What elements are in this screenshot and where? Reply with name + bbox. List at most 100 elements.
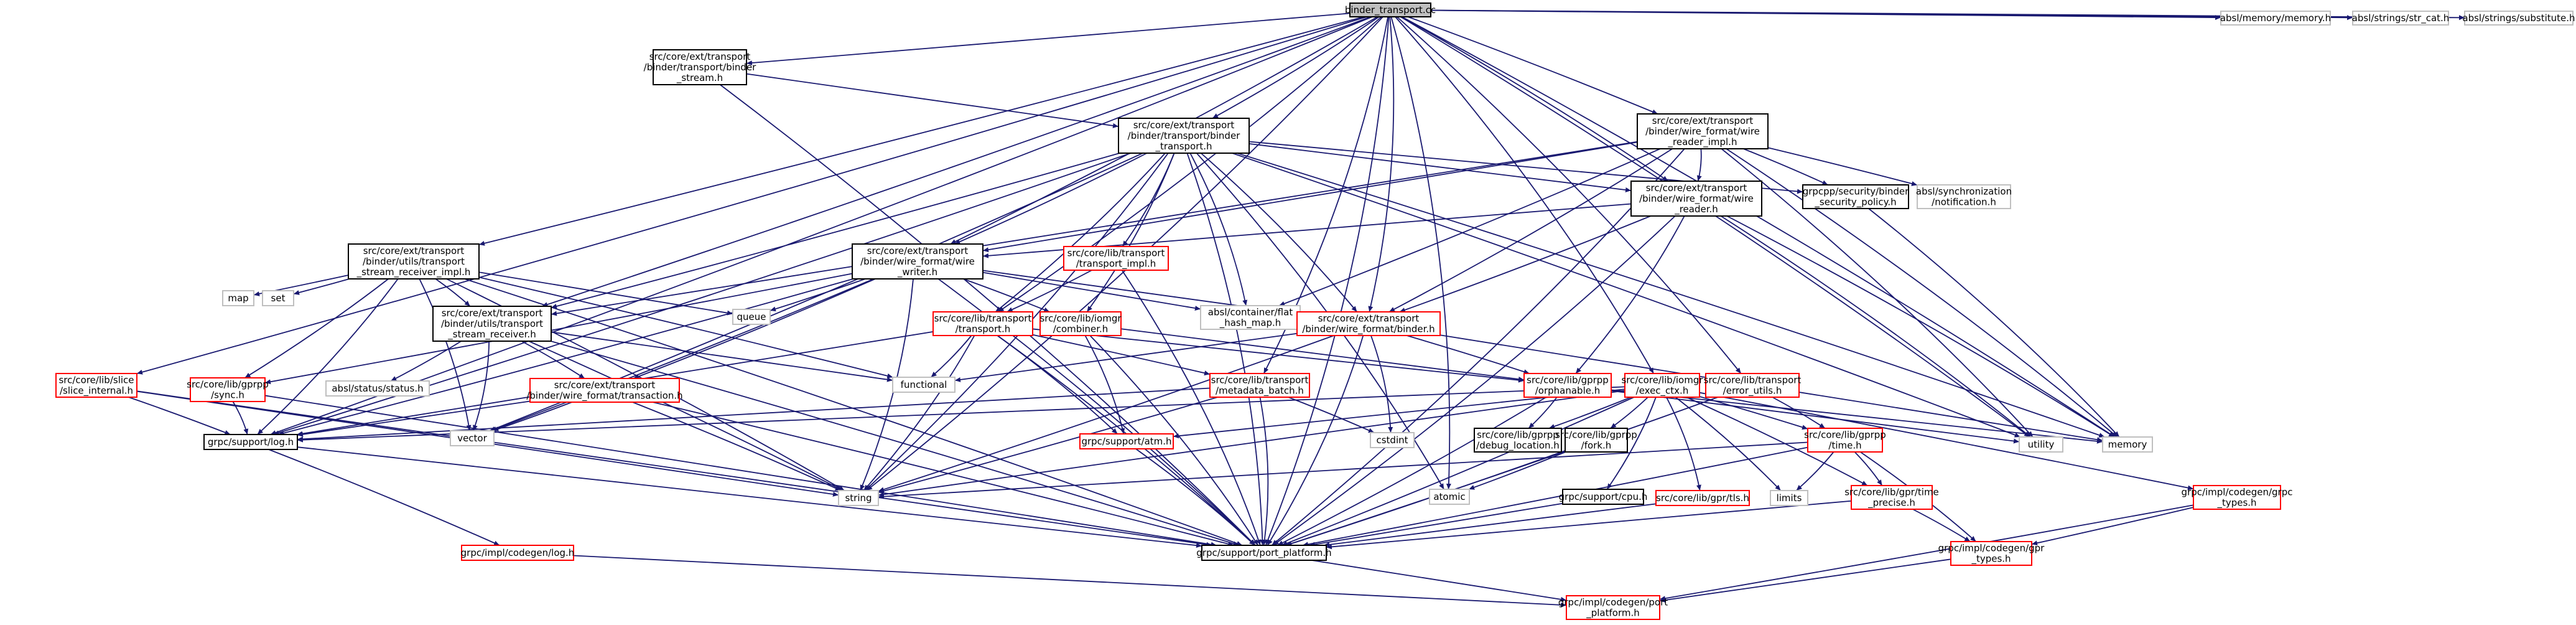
node-ww[interactable]: src/core/ext/transport/binder/wire_forma… [852,243,983,280]
node-cstdint[interactable]: cstdint [1370,432,1415,448]
node-exec-ctx[interactable]: src/core/lib/iomgr/exec_ctx.h [1621,373,1703,398]
edge-gprpp-time-to-time-precise [1854,451,1883,486]
node-transaction[interactable]: src/core/ext/transport/binder/wire_forma… [526,378,683,403]
node-absl-strcat[interactable]: absl/strings/str_cat.h [2352,11,2450,26]
node-bt-stream[interactable]: src/core/ext/transport/binder/transport/… [644,49,757,85]
node-metadata-batch[interactable]: src/core/lib/transport/metadata_batch.h [1209,373,1310,398]
edge-binder-h-to-port-platform [1267,335,1364,546]
node-limits[interactable]: limits [1770,490,1808,506]
node-time-precise[interactable]: src/core/lib/gpr/time_precise.h [1844,485,1939,510]
node-box [2102,436,2153,453]
node-box [1565,428,1628,453]
node-label: grpc/impl/codegen/grpc [2182,487,2293,498]
node-log-h[interactable]: grpc/support/log.h [203,434,298,450]
edge-exec-ctx-to-debug-loc [1548,397,1632,429]
node-orphanable[interactable]: src/core/lib/gprpp/orphanable.h [1523,373,1612,398]
node-box [262,290,294,306]
node-root[interactable]: binder_transport.cc [1345,2,1436,17]
edge-bt-h-to-tsr [551,153,1120,309]
node-memory[interactable]: memory [2102,436,2153,453]
node-box [1630,181,1762,217]
node-grpc-types[interactable]: grpc/impl/codegen/grpc_types.h [2182,485,2293,510]
node-atm[interactable]: grpc/support/atm.h [1079,433,1174,449]
edge-gprpp-sync-to-log-h [232,401,249,435]
node-absl-memory[interactable]: absl/memory/memory.h [2220,11,2331,26]
node-tls[interactable]: src/core/lib/gpr/tls.h [1655,490,1750,506]
node-tsr[interactable]: src/core/ext/transport/binder/utils/tran… [432,306,552,342]
node-box [450,430,495,446]
node-flat-hash[interactable]: absl/container/flat_hash_map.h [1200,305,1301,330]
node-box [1624,373,1700,398]
edge-root-to-exec-ctx [1395,16,1655,374]
node-label: /combiner.h [1053,324,1109,335]
edge-bt-h-to-flat-hash [1189,153,1248,306]
node-label: memory [2108,439,2147,450]
node-absl-status[interactable]: absl/status/status.h [325,380,430,397]
node-vector[interactable]: vector [450,430,495,446]
node-debug-loc[interactable]: src/core/lib/gprpp/debug_location.h [1474,428,1562,453]
node-set[interactable]: set [262,290,294,306]
node-label: src/core/ext/transport [1652,115,1754,126]
edge-slice-internal-to-port-platform [136,390,1212,547]
node-functional[interactable]: functional [892,377,956,393]
node-box [1770,490,1808,506]
node-queue[interactable]: queue [732,309,771,325]
edge-wr-impl-to-utility [1721,148,2034,438]
node-tsr-impl[interactable]: src/core/ext/transport/binder/utils/tran… [348,243,480,280]
edge-exec-ctx-to-cpu [1606,397,1657,490]
node-label: /binder/utils/transport [441,318,543,329]
node-slice-internal[interactable]: src/core/lib/slice/slice_internal.h [55,373,137,398]
node-combiner[interactable]: src/core/lib/iomgr/combiner.h [1039,311,1122,336]
node-gpr-types[interactable]: grpc/impl/codegen/gpr_types.h [1938,541,2045,566]
node-box [1209,373,1310,398]
node-gprpp-time[interactable]: src/core/lib/gprpp/time.h [1804,428,1886,453]
node-transport-h[interactable]: src/core/lib/transport/transport.h [932,311,1033,336]
edge-wr-impl-to-binder-h [1388,148,1673,312]
node-box [190,377,266,402]
node-label: /binder/wire_format/wire [1645,126,1760,138]
edge-wr-to-port-platform [1273,215,1676,546]
edge-bt-h-to-ww [954,153,1148,245]
node-label: grpc/support/log.h [208,436,294,448]
node-box [1079,433,1174,449]
node-label: src/core/lib/transport [1067,248,1165,259]
node-absl-sync[interactable]: absl/synchronization/notification.h [1916,184,2012,209]
node-codegen-port[interactable]: grpc/impl/codegen/port_platform.h [1558,595,1668,620]
node-bt-h[interactable]: src/core/ext/transport/binder/transport/… [1118,118,1250,154]
node-binder-h[interactable]: src/core/ext/transport/binder/wire_forma… [1296,311,1441,336]
node-box [838,490,879,506]
node-gprpp-sync[interactable]: src/core/lib/gprpp/sync.h [187,377,269,402]
edge-ww-to-gprpp-sync [264,273,853,385]
edge-tsr-to-functional [551,331,893,382]
node-map[interactable]: map [222,290,254,306]
edge-binder-h-to-orphanable [1407,335,1530,375]
node-label: src/core/ext/transport [867,245,969,256]
node-box [1118,118,1250,154]
node-wr-impl[interactable]: src/core/ext/transport/binder/wire_forma… [1637,113,1769,149]
edge-gprpp-time-to-limits [1796,451,1834,491]
node-port-platform[interactable]: grpc/support/port_platform.h [1196,545,1332,561]
node-utility[interactable]: utility [2019,436,2063,453]
edge-transport-h-to-string [863,335,975,491]
edge-wr-to-utility [1720,215,2031,438]
node-transport-impl[interactable]: src/core/lib/transport/transport_impl.h [1063,246,1169,271]
node-fork[interactable]: src/core/lib/gprpp/fork.h [1555,428,1637,453]
node-box [892,377,956,393]
node-box [2352,11,2449,26]
node-wr[interactable]: src/core/ext/transport/binder/wire_forma… [1630,181,1762,217]
edge-tsr-impl-to-tsr [435,278,471,307]
edge-wr-impl-to-flat-hash [1278,148,1661,306]
edge-root-to-binder-h [1368,16,1395,312]
node-absl-substitute[interactable]: absl/strings/substitute.h [2462,11,2575,26]
node-cpu[interactable]: grpc/support/cpu.h [1559,489,1648,505]
node-box [1562,489,1644,505]
node-box [1566,595,1660,620]
node-codegen-log[interactable]: grpc/impl/codegen/log.h [461,545,575,561]
node-box [461,545,574,561]
node-string[interactable]: string [838,490,879,506]
node-box [2464,11,2574,26]
node-atomic[interactable]: atomic [1429,489,1470,505]
edge-tsr-to-absl-status [390,341,462,382]
node-error-utils[interactable]: src/core/lib/transport/error_utils.h [1704,373,1802,398]
node-sec-policy[interactable]: grpcpp/security/binder_security_policy.h [1802,184,1909,209]
